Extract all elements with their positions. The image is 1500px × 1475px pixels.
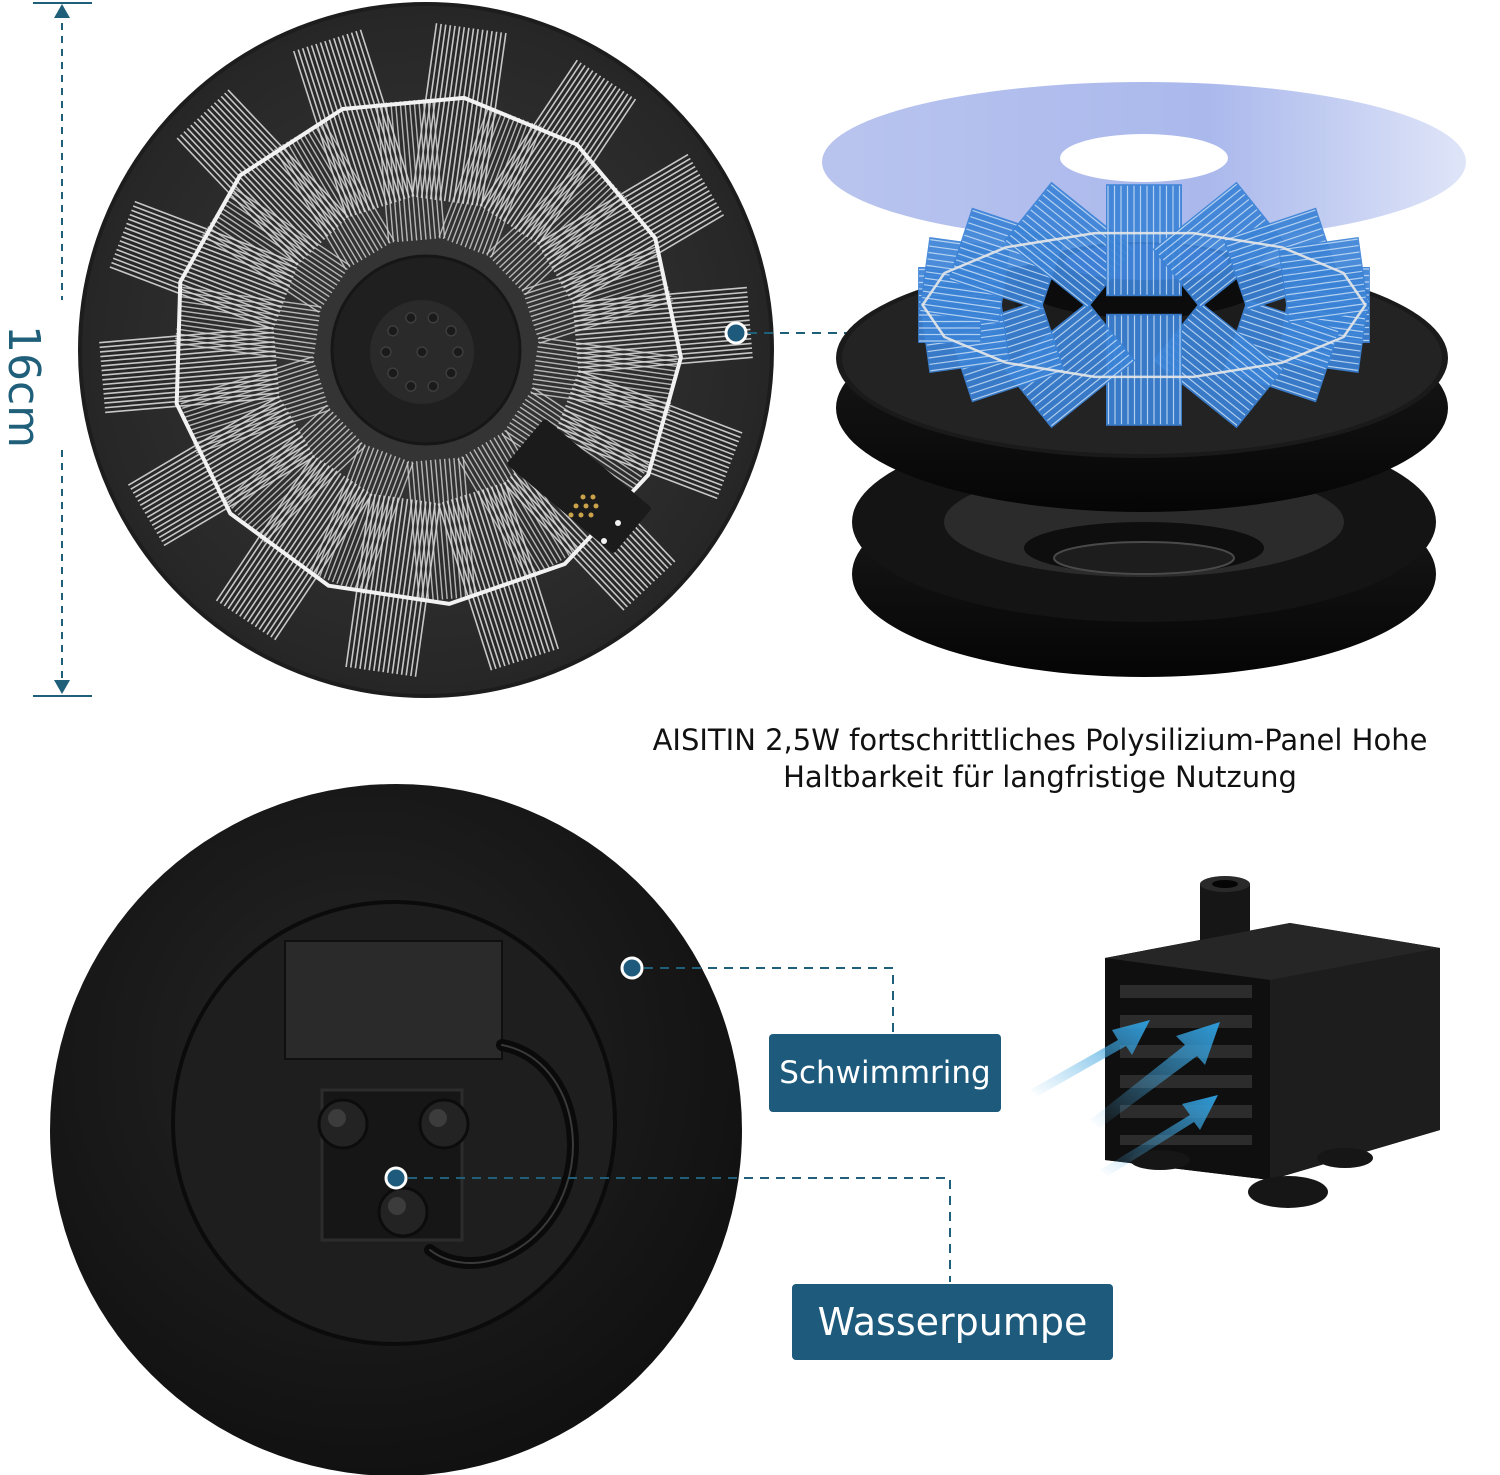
solar-panel-top-view: [78, 2, 774, 698]
dimension-label: 16cm: [0, 325, 49, 449]
caption-line-1: AISITIN 2,5W fortschrittliches Polysiliz…: [652, 723, 1428, 757]
water-pump: [1030, 876, 1440, 1208]
panel-back-view: [50, 784, 742, 1475]
water-pump-label: Wasserpumpe: [792, 1284, 1113, 1360]
exploded-product-view: [822, 82, 1466, 677]
float-ring-label: Schwimmring: [769, 1034, 1001, 1112]
product-caption: AISITIN 2,5W fortschrittliches Polysiliz…: [560, 722, 1500, 796]
caption-line-2: Haltbarkeit für langfristige Nutzung: [783, 760, 1297, 794]
connector-lines-bottom: [408, 967, 951, 1282]
dimension-line: [33, 2, 92, 697]
